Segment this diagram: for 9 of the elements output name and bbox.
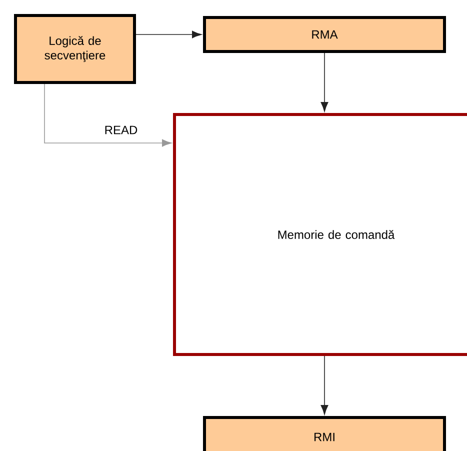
process-box: Logică de secvenţiere (14, 14, 136, 84)
memory-box: Memorie de comandă (173, 113, 467, 356)
register-box: RMA (203, 16, 446, 53)
arrow (320, 52, 328, 112)
arrow (136, 30, 202, 38)
edge-label: READ (103, 124, 139, 136)
register-box: RMI (203, 416, 446, 451)
arrow (320, 356, 328, 415)
arrow (44, 84, 172, 147)
